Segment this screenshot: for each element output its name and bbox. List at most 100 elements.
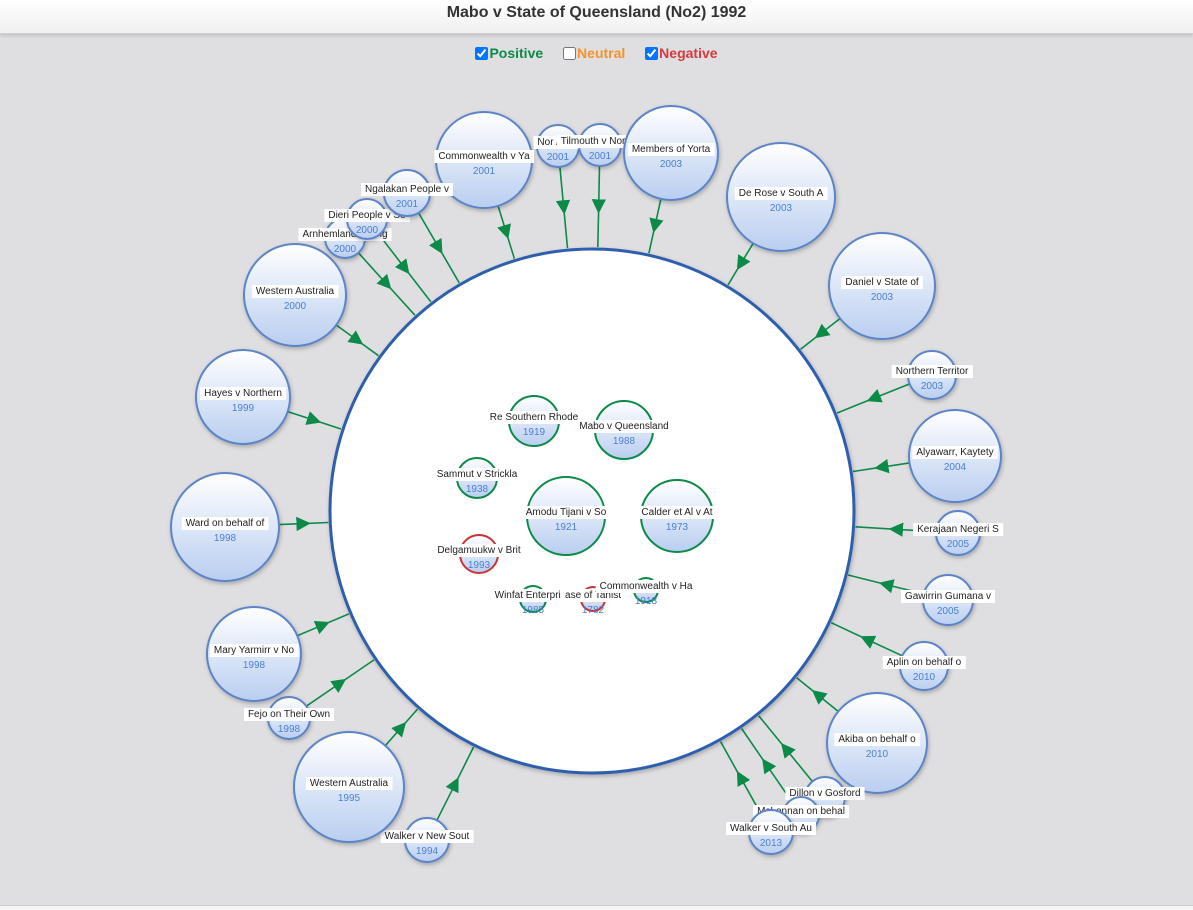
title-bar: Mabo v State of Queensland (No2) 1992 — [0, 0, 1193, 34]
case-name: Kerajaan Negeri S — [917, 524, 999, 535]
case-name-background — [841, 276, 923, 289]
citation-link — [305, 659, 375, 707]
case-name: Ngalakan People v — [365, 184, 449, 195]
citation-link — [719, 741, 761, 814]
citation-link — [852, 458, 910, 474]
filter-positive[interactable]: Positive — [475, 45, 543, 61]
case-name-background — [485, 411, 583, 424]
case-name: Commonwealth v Ya — [438, 151, 530, 162]
case-name: Hayes v Northern — [204, 388, 282, 399]
treatment-filters: Positive Neutral Negative — [0, 45, 1193, 61]
case-name-background — [913, 523, 1004, 536]
case-name-background — [324, 209, 411, 222]
case-year: 1998 — [214, 533, 237, 544]
case-year: 2000 — [284, 301, 307, 312]
citation-link — [278, 516, 329, 532]
citing-case-node[interactable]: Walker v South Au 2013 — [726, 809, 816, 855]
filter-neutral-label: Neutral — [577, 45, 626, 61]
case-year: 2001 — [547, 152, 570, 163]
citing-case-node[interactable]: Gawirrin Gumana v 2005 — [900, 574, 996, 626]
case-name-background — [882, 656, 966, 669]
case-year: 1993 — [468, 560, 491, 571]
citing-case-node[interactable]: Mary Yarmirr v No 1998 — [206, 606, 302, 702]
case-name-background — [912, 446, 998, 459]
case-name-background — [726, 822, 816, 835]
filter-positive-checkbox[interactable] — [475, 47, 489, 60]
citing-case-node[interactable]: Daniel v State of 2003 — [828, 232, 936, 340]
case-name: Commonwealth v Ha — [600, 581, 693, 592]
case-year: 2001 — [589, 151, 612, 162]
case-year: 1988 — [613, 436, 636, 447]
case-name-background — [575, 420, 673, 433]
citation-link — [335, 324, 379, 357]
case-year: 2001 — [396, 199, 419, 210]
citation-link — [287, 410, 342, 430]
case-year: 2013 — [760, 838, 783, 849]
filter-neutral-checkbox[interactable] — [563, 47, 577, 60]
case-name: Daniel v State of — [845, 277, 919, 288]
filter-positive-label: Positive — [489, 45, 544, 61]
case-name: Dillon v Gosford — [789, 788, 860, 799]
filter-negative[interactable]: Negative — [645, 45, 718, 61]
case-name: McLennan on behal — [757, 806, 845, 817]
case-name-background — [627, 143, 715, 156]
page-title: Mabo v State of Queensland (No2) 1992 — [446, 4, 747, 21]
citing-case-node[interactable]: Western Australia 2000 — [243, 243, 347, 347]
citing-case-node[interactable]: Hayes v Northern 1999 — [195, 349, 291, 445]
case-name-background — [891, 365, 973, 378]
case-year: 2005 — [937, 606, 960, 617]
case-name-background — [490, 589, 576, 602]
case-name-background — [595, 580, 697, 593]
case-year: 1782 — [582, 605, 605, 616]
citation-link — [378, 234, 432, 303]
case-year: 1994 — [416, 846, 439, 857]
case-name: Members of Yorta — [632, 144, 711, 155]
case-name: Walker v South Au — [730, 823, 812, 834]
case-year: 2010 — [866, 749, 889, 760]
case-year: 1998 — [243, 660, 266, 671]
citation-link — [417, 212, 460, 284]
case-name: Arnhemland Aborig — [302, 229, 387, 240]
case-year: 2003 — [871, 292, 894, 303]
case-name: Western Australia — [256, 286, 335, 297]
case-year: 2003 — [770, 203, 793, 214]
case-name: Calder et Al v At — [641, 507, 712, 518]
case-name-background — [200, 387, 286, 400]
case-name: Mary Yarmirr v No — [214, 645, 295, 656]
case-name-background — [380, 830, 474, 843]
citation-link — [830, 621, 903, 657]
filter-neutral[interactable]: Neutral — [563, 45, 625, 61]
case-name-background — [209, 644, 299, 657]
citation-link — [796, 677, 839, 713]
citing-case-node[interactable]: Tilmouth v Northe 2001 — [556, 123, 644, 167]
citing-case-node[interactable]: Ngalakan People v 2001 — [361, 169, 453, 217]
filter-negative-checkbox[interactable] — [645, 47, 659, 60]
case-name-background — [637, 506, 717, 519]
case-year: 1999 — [232, 403, 255, 414]
case-name: Gawirrin Gumana v — [905, 591, 991, 602]
case-name: ase of Tanist — [565, 590, 621, 601]
case-name: Northern Territor — [896, 366, 969, 377]
case-name: Tilmouth v Northe — [561, 136, 640, 147]
